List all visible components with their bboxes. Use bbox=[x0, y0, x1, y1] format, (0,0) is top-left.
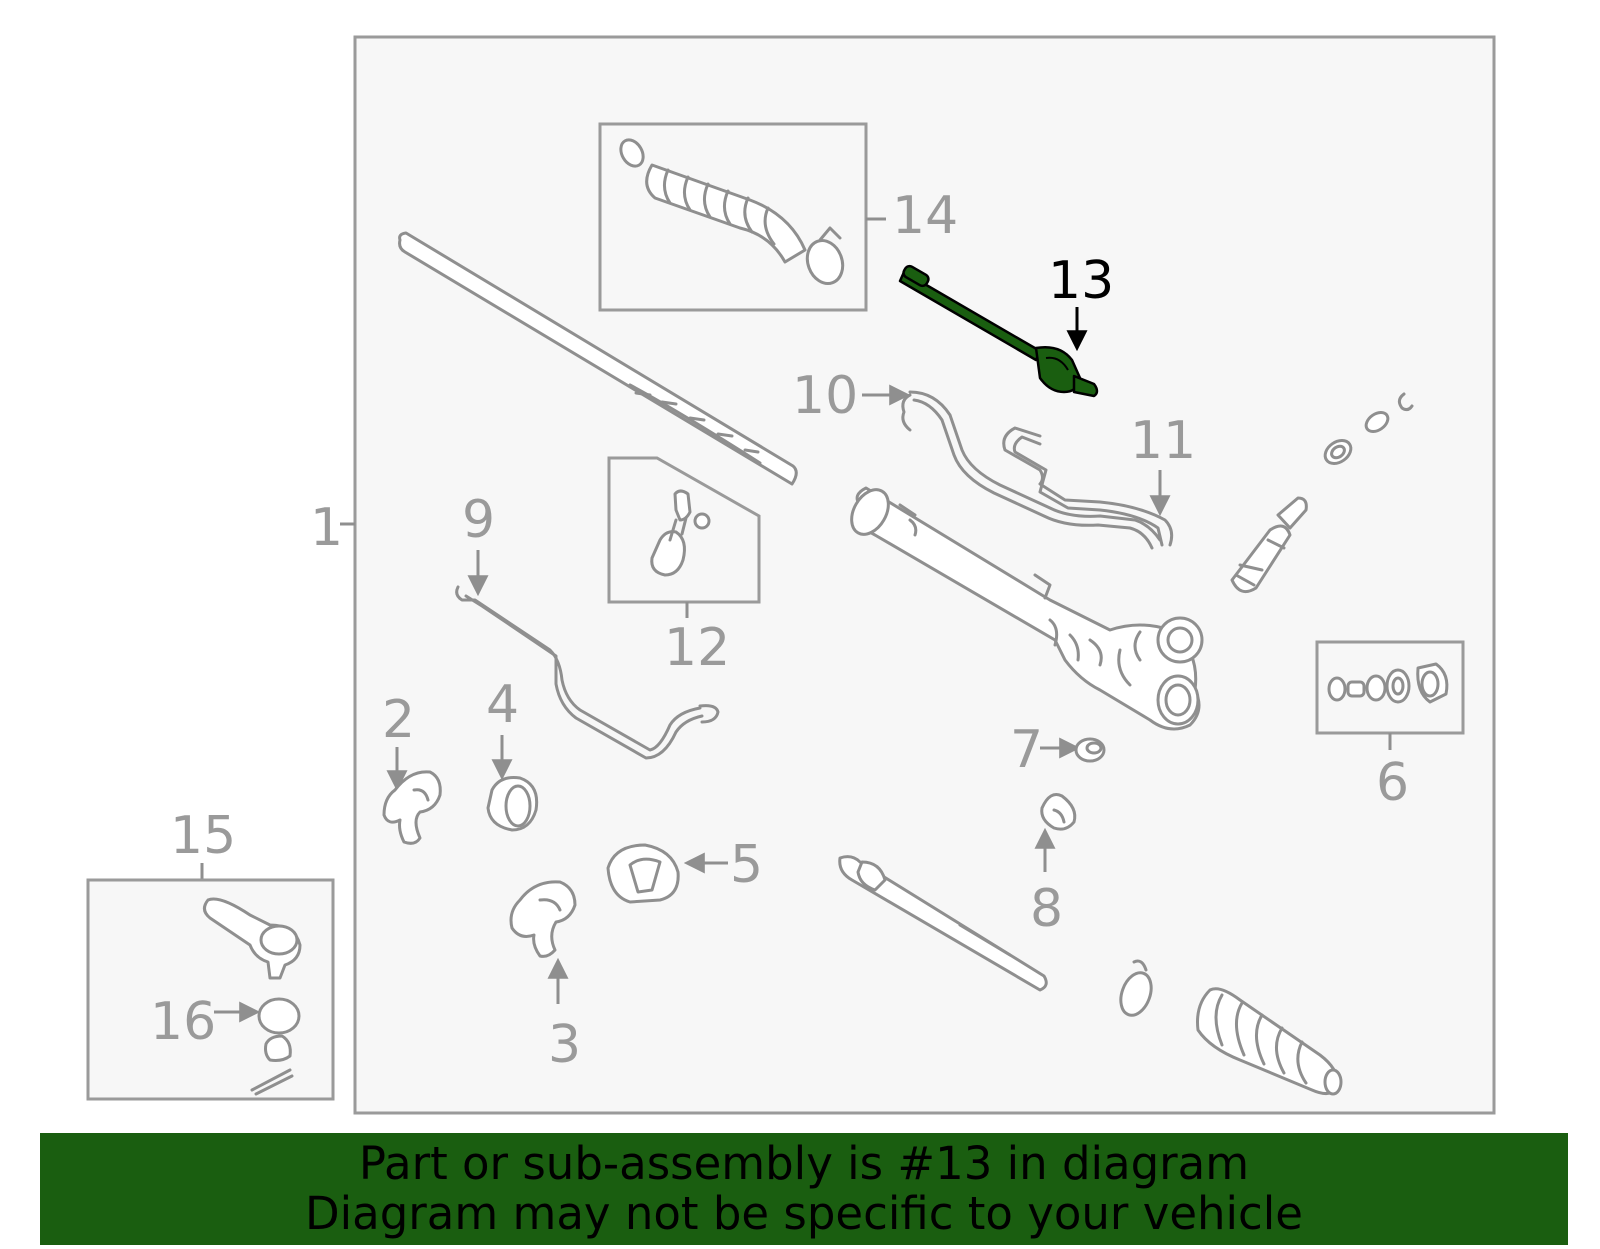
callout-11: 11 bbox=[1130, 411, 1196, 471]
right-boot-clamp bbox=[1119, 959, 1153, 1017]
rack-housing bbox=[850, 486, 1204, 731]
pinion-valve bbox=[1230, 496, 1308, 594]
part-4-bushing[interactable] bbox=[486, 776, 539, 832]
part-6-seal-kit[interactable] bbox=[1327, 662, 1449, 704]
part-9-pressure-line[interactable] bbox=[455, 585, 720, 760]
rack-bar bbox=[398, 231, 798, 486]
callout-3: 3 bbox=[548, 1015, 581, 1075]
part-3-bracket[interactable] bbox=[509, 880, 577, 958]
part-5-bushing[interactable] bbox=[606, 843, 680, 904]
part-11-return-line[interactable] bbox=[1002, 426, 1174, 547]
small-seals bbox=[1323, 392, 1414, 465]
part-8-plug[interactable] bbox=[1040, 793, 1077, 831]
callout-7: 7 bbox=[1010, 720, 1043, 780]
callout-5: 5 bbox=[730, 835, 763, 895]
banner-line-1: Part or sub-assembly is #13 in diagram bbox=[358, 1137, 1250, 1190]
part-13-inner-tie-rod[interactable] bbox=[898, 264, 1099, 398]
part-2-bracket[interactable] bbox=[382, 770, 442, 845]
part-12-clamp[interactable] bbox=[650, 489, 711, 577]
part-7-cap[interactable] bbox=[1074, 737, 1106, 763]
callout-12: 12 bbox=[664, 618, 730, 678]
callout-13: 13 bbox=[1048, 251, 1114, 311]
banner-line-2: Diagram may not be specific to your vehi… bbox=[305, 1187, 1303, 1240]
part-16-nut[interactable] bbox=[250, 997, 301, 1096]
callout-2: 2 bbox=[382, 690, 415, 750]
part-10-pressure-line[interactable] bbox=[901, 390, 1162, 550]
info-banner: Part or sub-assembly is #13 in diagram D… bbox=[40, 1133, 1568, 1245]
callout-10: 10 bbox=[792, 366, 858, 426]
right-boot bbox=[1196, 987, 1343, 1096]
callout-16: 16 bbox=[150, 992, 216, 1052]
callout-15: 15 bbox=[170, 806, 236, 866]
callout-14: 14 bbox=[892, 186, 958, 246]
right-inner-tie-rod bbox=[838, 855, 1048, 992]
part-15-tie-rod-end[interactable] bbox=[203, 897, 302, 980]
callout-4: 4 bbox=[486, 675, 519, 735]
callout-9: 9 bbox=[462, 490, 495, 550]
callout-6: 6 bbox=[1376, 753, 1409, 813]
callout-1: 1 bbox=[310, 498, 343, 558]
callout-8: 8 bbox=[1030, 879, 1063, 939]
part-14-boot-kit[interactable] bbox=[616, 136, 848, 289]
